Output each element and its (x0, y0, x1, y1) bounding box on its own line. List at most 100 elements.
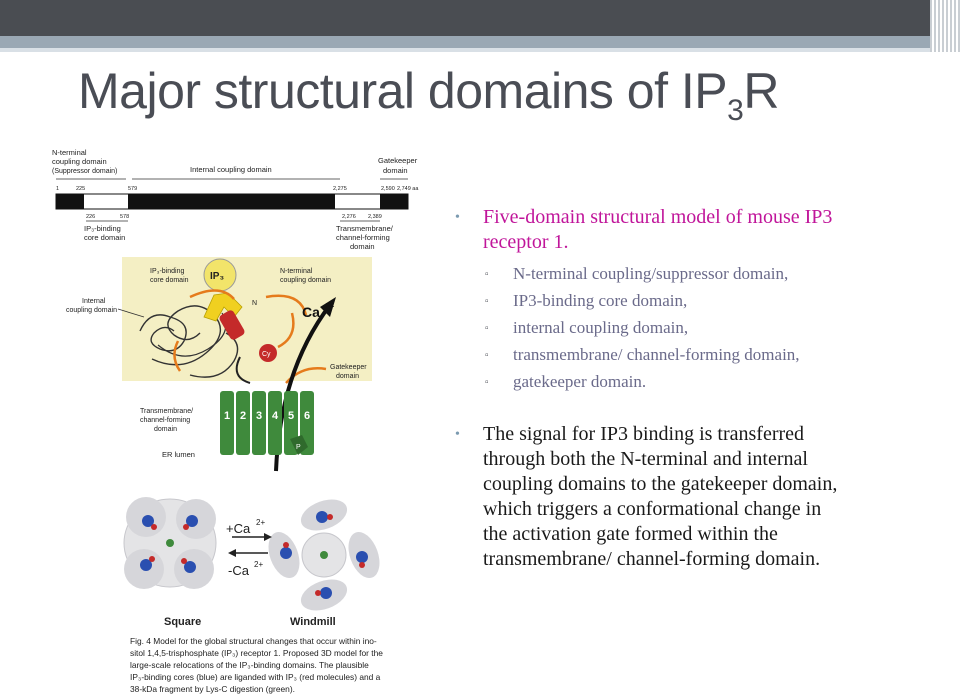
tick-578: 578 (120, 214, 129, 220)
signal-line-4: which triggers a conformational change i… (483, 498, 822, 520)
tick-2590: 2,590 (381, 186, 395, 192)
3d-models: +Ca 2+ -Ca 2+ Square Windmill (123, 497, 380, 628)
schematic-tm-label-3: domain (154, 426, 177, 433)
slide-title: Major structural domains of IP3R (78, 63, 779, 127)
minus-ca-sup: 2+ (254, 560, 263, 569)
ca-label: Ca (302, 304, 320, 320)
label-ip3-core-2: core domain (84, 233, 125, 242)
domain-bar-diagram: N-terminal coupling domain (Suppressor d… (52, 148, 419, 251)
ip3-core-label-2: core domain (150, 277, 189, 284)
caption-line-4: IP₃-binding cores (blue) are liganded wi… (130, 672, 381, 682)
arrow-back-head (228, 549, 236, 557)
helix-4 (268, 391, 282, 455)
tick-2389: 2,389 (368, 214, 382, 220)
plus-ca-sup: 2+ (256, 518, 265, 527)
domain-figure: N-terminal coupling domain (Suppressor d… (52, 148, 419, 694)
cy-domain (259, 344, 277, 362)
internal-label-2: coupling domain (66, 307, 117, 314)
bullet-list: • Five-domain structural model of mouse … (455, 205, 935, 572)
bullet-text-line-1: Five-domain structural model of mouse IP… (483, 206, 833, 228)
signal-line-3: coupling domains to the gatekeeper domai… (483, 473, 838, 495)
caption-line-3: large-scale relocations of the IP₃-bindi… (130, 660, 369, 670)
corner-decoration (930, 0, 960, 52)
label-tm-1: Transmembrane/ (336, 224, 394, 233)
helix-label-6: 6 (304, 410, 310, 422)
tick-2276: 2,276 (342, 214, 356, 220)
label-nterm-1: N-terminal (52, 148, 87, 157)
plus-ca-label: +Ca (226, 521, 251, 536)
bullet-content: Five-domain structural model of mouse IP… (483, 205, 832, 255)
sublist-item: ▫ gatekeeper domain. (485, 369, 935, 396)
internal-pointer (117, 308, 145, 318)
bullet-marker: • (455, 210, 460, 225)
internal-label-1: Internal (82, 298, 106, 305)
caption-line-1: Fig. 4 Model for the global structural c… (130, 636, 377, 646)
square-model (123, 497, 217, 589)
bullet-item-model: • Five-domain structural model of mouse … (455, 205, 935, 255)
sublist-item-text: N-terminal coupling/suppressor domain, (513, 264, 789, 283)
sublist-item-text: internal coupling domain, (513, 318, 689, 337)
helix-label-5: 5 (288, 410, 294, 422)
label-nterm-2: coupling domain (52, 157, 107, 166)
bullet-content: The signal for IP3 binding is transferre… (483, 422, 837, 572)
windmill-model (268, 499, 380, 611)
gatekeeper-label-1: Gatekeeper (330, 364, 367, 371)
ca-sup: 2+ (325, 302, 334, 311)
helix-label-1: 1 (224, 410, 230, 422)
square-label: Square (164, 616, 201, 628)
domain-sublist: ▫N-terminal coupling/suppressor domain, … (485, 261, 935, 396)
square-bullet-icon: ▫ (485, 323, 489, 334)
pore-p-label: P (296, 444, 301, 451)
helix-label-3: 3 (256, 410, 262, 422)
domain-schematic: IP₃ N Cy Ca 2+ 1 2 3 4 5 6 P IP₃-binding… (66, 257, 372, 475)
tick-226: 226 (86, 214, 95, 220)
sublist-item: ▫ internal coupling domain, (485, 315, 935, 342)
square-bullet-icon: ▫ (485, 350, 489, 361)
ip3-label: IP₃ (210, 271, 224, 282)
nterm-coupling-label-2: coupling domain (280, 277, 331, 284)
label-gatekeeper-1: Gatekeeper (378, 156, 418, 165)
sublist-item: ▫ N-terminal coupling/suppressor domain, (485, 261, 935, 288)
label-ip3-core-1: IP₃-binding (84, 224, 121, 233)
caption-line-5: 38-kDa fragment by Lys-C digestion (gree… (130, 684, 295, 694)
signal-line-1: The signal for IP3 binding is transferre… (483, 423, 805, 445)
header-accent-band (0, 36, 960, 48)
ip3-core-label-1: IP₃-binding (150, 268, 184, 275)
sublist-item-text: gatekeeper domain. (513, 372, 647, 391)
helix-label-2: 2 (240, 410, 246, 422)
label-gatekeeper-2: domain (383, 166, 408, 175)
ca-arrow-head (320, 297, 336, 317)
square-bullet-icon: ▫ (485, 377, 489, 388)
signal-line-5: the activation gate formed within the (483, 523, 778, 545)
minus-ca-label: -Ca (228, 563, 250, 578)
bar-segment-internal (128, 194, 335, 209)
windmill-label: Windmill (290, 616, 336, 628)
caption-line-2: sitol 1,4,5-trisphosphate (IP₃) receptor… (130, 648, 383, 658)
schematic-tm-label-2: channel-forming (140, 417, 190, 424)
pore-loop (290, 435, 308, 455)
figure-caption: Fig. 4 Model for the global structural c… (130, 636, 383, 694)
label-tm-2: channel-forming (336, 233, 390, 242)
bar-segment-gatekeeper (380, 194, 408, 209)
signal-arrows (173, 289, 327, 384)
tick-579: 579 (128, 186, 137, 192)
tick-1: 1 (56, 186, 59, 192)
signal-line-2: through both the N-terminal and internal (483, 448, 808, 470)
label-tm-3: domain (350, 242, 375, 251)
tick-225: 225 (76, 186, 85, 192)
er-lumen-label: ER lumen (162, 450, 195, 459)
square-bullet-icon: ▫ (485, 269, 489, 280)
helix-2 (236, 391, 250, 455)
schematic-tm-label-1: Transmembrane/ (140, 408, 193, 415)
nterm-tail (235, 356, 251, 384)
arrow-forward-head (264, 533, 272, 541)
sublist-item: ▫transmembrane/ channel-forming domain, (485, 342, 935, 369)
sublist-item: ▫IP3-binding core domain, (485, 288, 935, 315)
header-accent-line (0, 48, 960, 52)
gatekeeper-label-2: domain (336, 373, 359, 380)
helix-label-4: 4 (272, 410, 279, 422)
label-internal-coupling: Internal coupling domain (190, 165, 272, 174)
tick-2749: 2,749 aa (397, 186, 419, 192)
tick-2275: 2,275 (333, 186, 347, 192)
bullet-item-signal: • The signal for IP3 binding is transfer… (455, 422, 935, 572)
